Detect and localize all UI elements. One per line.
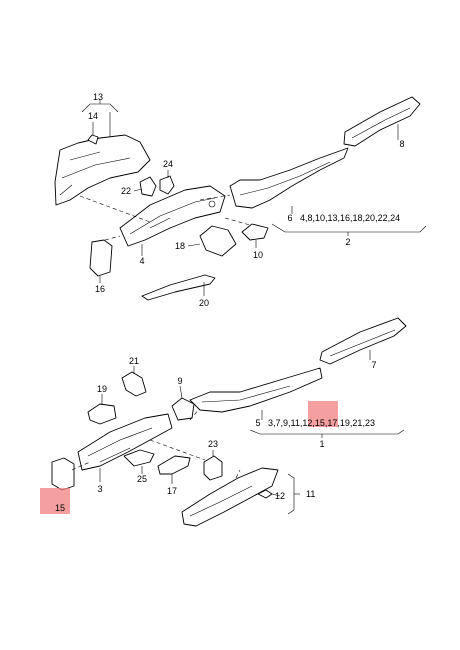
part-18-shape xyxy=(199,225,237,257)
callout-21: 21 xyxy=(129,356,139,366)
part-14-shape xyxy=(87,134,99,145)
top-assembly xyxy=(54,96,427,301)
bracket-1 xyxy=(249,429,405,435)
callout-14: 14 xyxy=(88,111,98,121)
callout-7: 7 xyxy=(371,360,376,370)
range-seg-b: ,17,19,21,23 xyxy=(325,418,375,428)
callout-4: 4 xyxy=(139,256,144,266)
callout-20: 20 xyxy=(199,298,209,308)
callout-19: 19 xyxy=(97,384,107,394)
range-seg-highlight: 12,15 xyxy=(302,418,325,428)
callout-5: 5 xyxy=(255,418,260,428)
callout-22: 22 xyxy=(121,186,131,196)
part-9-shape xyxy=(171,397,195,421)
part-21-shape xyxy=(121,371,147,397)
range-label-bottom: 3,7,9,11,12,15,17,19,21,23 xyxy=(268,418,375,428)
callout-13: 13 xyxy=(93,92,103,102)
callout-23: 23 xyxy=(208,439,218,449)
range-label-top: 4,8,10,13,16,18,20,22,24 xyxy=(300,213,400,223)
part-3-shape xyxy=(77,413,173,471)
bottom-assembly xyxy=(51,317,407,527)
callout-18: 18 xyxy=(175,241,185,251)
part-25-shape xyxy=(123,449,155,467)
callout-8: 8 xyxy=(399,139,404,149)
callout-16: 16 xyxy=(95,284,105,294)
callout-17: 17 xyxy=(167,486,177,496)
part-10-shape xyxy=(241,223,269,241)
part-19-shape xyxy=(87,403,117,425)
callout-15: 15 xyxy=(55,503,65,513)
highlight-range xyxy=(308,401,338,427)
callout-11: 11 xyxy=(306,489,315,499)
part-22-shape xyxy=(139,176,157,197)
part-20-shape xyxy=(141,274,216,301)
part-24-shape xyxy=(159,175,175,195)
callout-12: 12 xyxy=(275,491,285,501)
range-total-bottom: 1 xyxy=(319,439,324,449)
bracket-11 xyxy=(287,473,295,515)
part-15-shape xyxy=(51,457,75,491)
callout-24: 24 xyxy=(163,159,173,169)
part-6-shape xyxy=(229,147,349,209)
callout-10: 10 xyxy=(253,250,263,260)
part-16-shape xyxy=(89,239,113,277)
callout-9: 9 xyxy=(177,376,182,386)
part-23-shape xyxy=(203,455,223,481)
callout-25: 25 xyxy=(137,474,147,484)
part-5-shape xyxy=(189,367,323,413)
range-total-top: 2 xyxy=(345,237,350,247)
part-7-shape xyxy=(319,317,407,365)
part-17-shape xyxy=(157,455,191,475)
range-seg-a: 3,7,9,11, xyxy=(268,418,302,428)
callout-6: 6 xyxy=(287,213,292,223)
part-13-shape xyxy=(54,134,151,206)
highlight-15 xyxy=(40,488,70,514)
callout-3: 3 xyxy=(97,484,102,494)
bracket-2 xyxy=(271,223,427,233)
